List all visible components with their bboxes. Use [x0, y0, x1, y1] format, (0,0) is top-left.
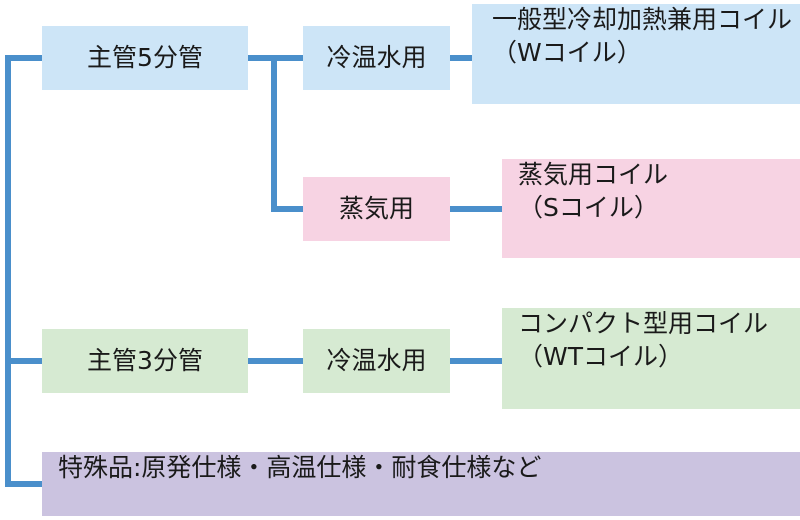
s-coil-node: 蒸気用コイル （Sコイル）	[502, 159, 800, 258]
steam-node: 蒸気用	[303, 177, 450, 241]
wt-coil-code: （WTコイル）	[518, 341, 683, 371]
special-products-node: 特殊品:原発仕様・高温仕様・耐食仕様など	[42, 452, 800, 516]
w-coil-name: 一般型冷却加熱兼用コイル	[492, 5, 793, 34]
s-coil-name: 蒸気用コイル	[518, 160, 669, 189]
w-coil-code: （Wコイル）	[492, 37, 642, 67]
s-coil-code: （Sコイル）	[518, 192, 659, 222]
special-products-label: 特殊品:原発仕様・高温仕様・耐食仕様など	[58, 453, 542, 482]
steam-label: 蒸気用	[338, 193, 414, 223]
main-pipe-5-branch-node: 主管5分管	[42, 26, 248, 90]
cold-hot-water-label-1: 冷温水用	[326, 42, 427, 72]
wt-coil-node: コンパクト型用コイル （WTコイル）	[502, 308, 800, 409]
cold-hot-water-node-2: 冷温水用	[303, 329, 450, 393]
main-pipe-3-branch-label: 主管3分管	[87, 345, 203, 375]
main5-to-steam-line	[271, 58, 303, 212]
main-pipe-3-branch-node: 主管3分管	[42, 329, 248, 393]
cold-hot-water-node-1: 冷温水用	[303, 26, 450, 90]
w-coil-node: 一般型冷却加熱兼用コイル （Wコイル）	[472, 4, 800, 104]
cold-hot-water-label-2: 冷温水用	[326, 345, 427, 375]
wt-coil-name: コンパクト型用コイル	[518, 309, 769, 338]
main-pipe-5-branch-label: 主管5分管	[87, 42, 203, 72]
